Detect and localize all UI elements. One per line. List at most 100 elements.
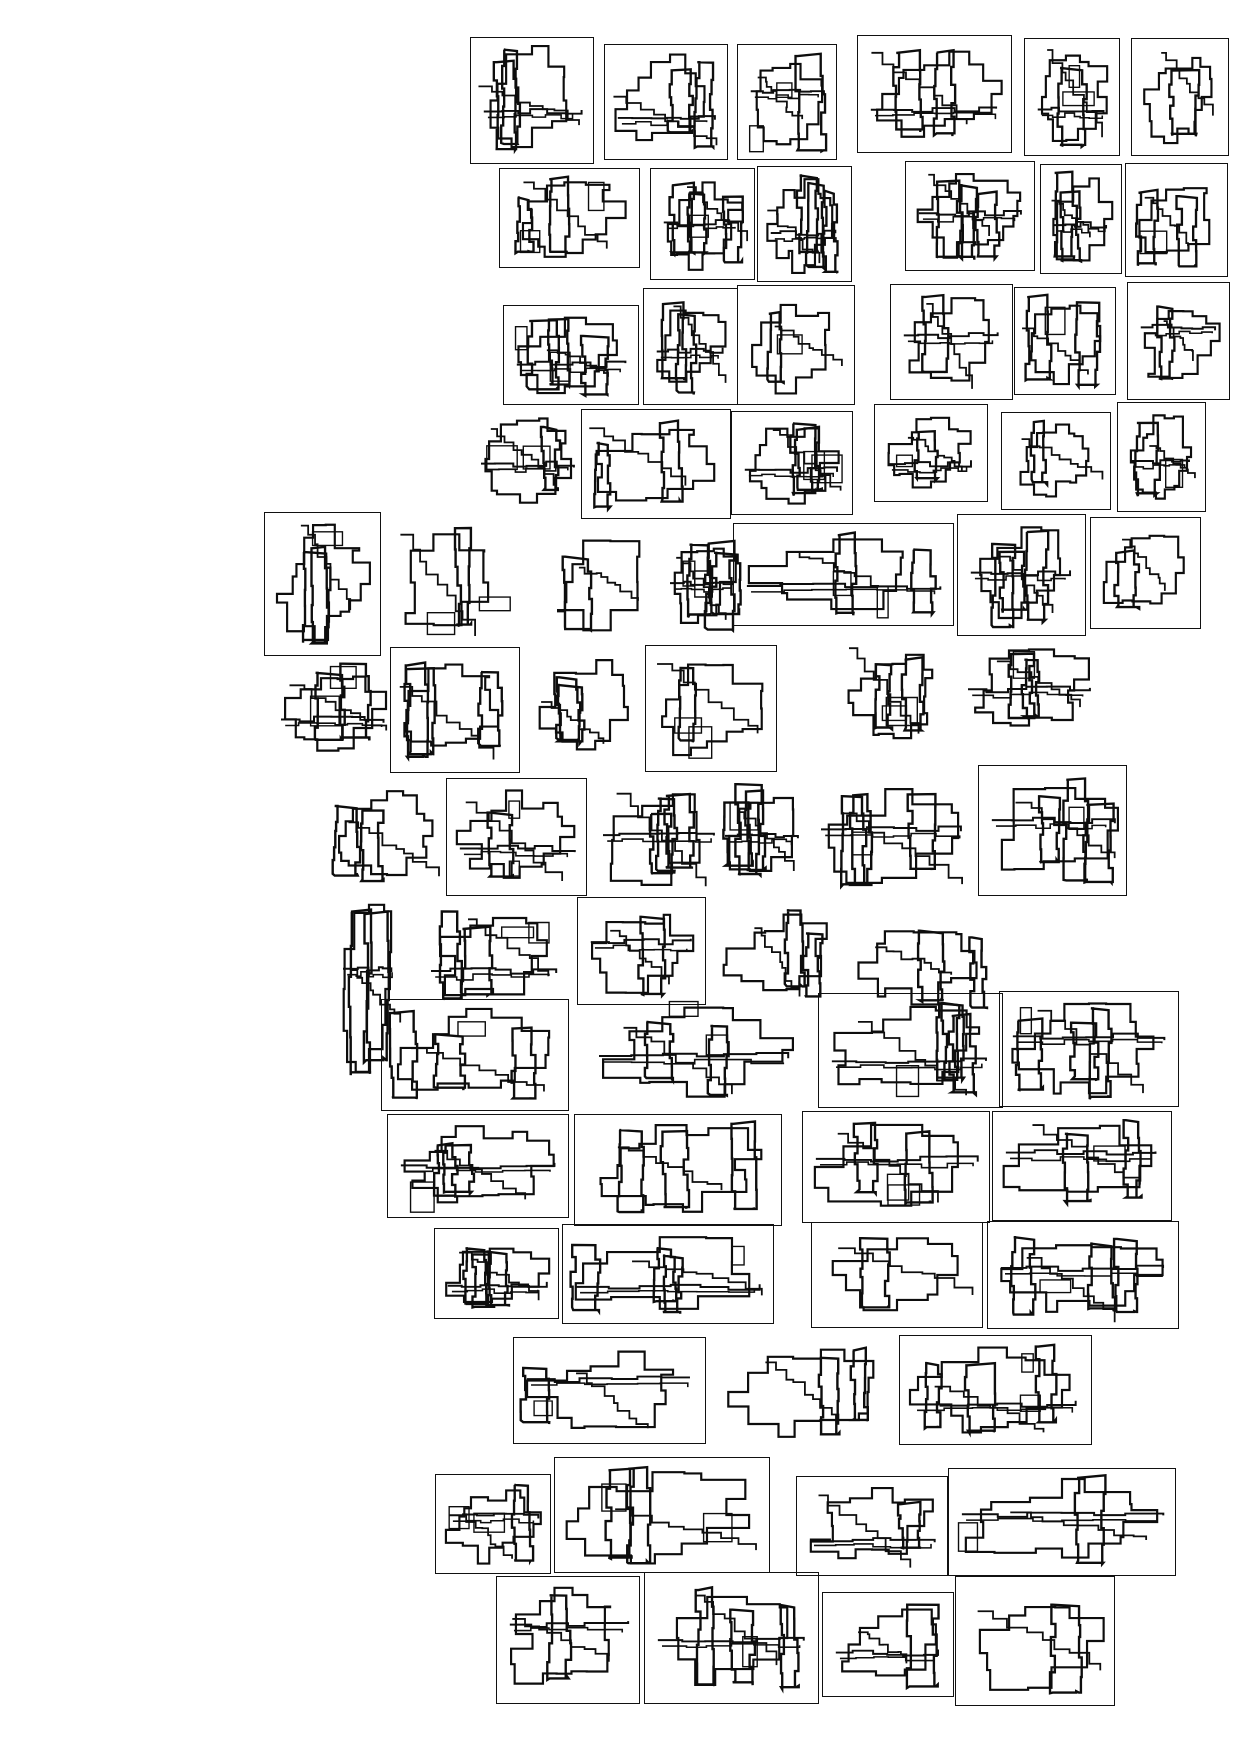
glyph-stroke bbox=[1161, 51, 1214, 116]
glyph-tile-framed bbox=[574, 1114, 782, 1226]
glyph-stroke bbox=[667, 224, 736, 230]
glyph-stroke bbox=[875, 946, 953, 975]
glyph-stroke bbox=[648, 812, 674, 875]
glyph-stroke bbox=[448, 1505, 470, 1530]
glyph-stroke bbox=[961, 1511, 1165, 1518]
glyph-stroke bbox=[411, 1047, 545, 1092]
glyph-stroke bbox=[517, 316, 618, 395]
glyph-stroke bbox=[607, 838, 712, 843]
glyph-stroke bbox=[478, 596, 511, 612]
glyph-stroke bbox=[964, 1477, 1159, 1559]
glyph-stroke bbox=[922, 215, 1016, 223]
glyph-stroke bbox=[554, 683, 586, 748]
glyph-stroke bbox=[438, 910, 463, 1001]
glyph-drawing bbox=[727, 1346, 875, 1438]
glyph-stroke bbox=[459, 1251, 540, 1301]
glyph-drawing bbox=[431, 910, 558, 1001]
glyph-stroke bbox=[599, 1124, 763, 1213]
glyph-stroke bbox=[978, 1605, 1105, 1691]
glyph-stroke bbox=[444, 1489, 542, 1565]
glyph-stroke bbox=[932, 48, 957, 138]
glyph-stroke bbox=[831, 1057, 987, 1064]
glyph-drawing bbox=[388, 1007, 551, 1100]
glyph-stroke bbox=[481, 460, 575, 468]
glyph-stroke bbox=[1010, 1156, 1152, 1163]
glyph-stroke bbox=[1000, 1244, 1164, 1313]
glyph-stroke bbox=[473, 1512, 506, 1533]
glyph-stroke bbox=[754, 93, 819, 100]
glyph-drawing bbox=[599, 1120, 763, 1214]
glyph-drawing bbox=[847, 647, 934, 740]
glyph-stroke bbox=[674, 717, 703, 734]
glyph-drawing bbox=[744, 422, 843, 505]
glyph-drawing bbox=[1019, 419, 1104, 498]
glyph-stroke bbox=[996, 660, 1081, 708]
glyph-stroke bbox=[510, 1586, 612, 1685]
glyph-tile-framed bbox=[435, 1474, 551, 1574]
glyph-stroke bbox=[546, 349, 609, 377]
glyph-tile bbox=[418, 901, 568, 1011]
glyph-drawing bbox=[813, 1121, 979, 1207]
glyph-stroke bbox=[751, 303, 831, 395]
glyph-stroke bbox=[915, 929, 946, 1004]
glyph-stroke bbox=[565, 1471, 751, 1565]
glyph-drawing bbox=[1135, 187, 1211, 268]
glyph-stroke bbox=[729, 838, 793, 846]
glyph-stroke bbox=[801, 932, 824, 998]
glyph-stroke bbox=[731, 1245, 745, 1266]
glyph-drawing bbox=[857, 929, 989, 1010]
glyph-stroke bbox=[1023, 529, 1050, 626]
glyph-stroke bbox=[974, 190, 1001, 262]
glyph-tile bbox=[718, 1334, 900, 1450]
glyph-stroke bbox=[616, 1128, 645, 1214]
glyph-stroke bbox=[478, 85, 580, 126]
glyph-drawing bbox=[1022, 293, 1102, 391]
glyph-stroke bbox=[1037, 795, 1062, 864]
glyph-stroke bbox=[785, 550, 879, 588]
glyph-stroke bbox=[730, 1120, 758, 1211]
glyph-stroke bbox=[891, 467, 968, 474]
glyph-stroke bbox=[917, 1406, 1074, 1413]
glyph-stroke bbox=[1144, 330, 1214, 337]
glyph-stroke bbox=[1047, 49, 1103, 138]
glyph-stroke bbox=[1030, 304, 1102, 386]
glyph-drawing bbox=[1129, 414, 1196, 500]
glyph-drawing bbox=[835, 1603, 940, 1691]
glyph-drawing bbox=[1140, 305, 1221, 381]
glyph-stroke bbox=[821, 825, 962, 832]
glyph-stroke bbox=[1021, 438, 1104, 480]
glyph-stroke bbox=[674, 313, 698, 395]
glyph-stroke bbox=[1026, 1257, 1116, 1323]
glyph-drawing bbox=[400, 1125, 556, 1213]
glyph-stroke bbox=[887, 416, 972, 489]
glyph-stroke bbox=[1022, 327, 1089, 375]
glyph-stroke bbox=[674, 585, 733, 593]
glyph-tile-framed bbox=[1040, 164, 1122, 274]
glyph-tile-framed bbox=[650, 168, 755, 280]
glyph-stroke bbox=[900, 655, 925, 732]
glyph-stroke bbox=[727, 1348, 875, 1438]
glyph-tile-framed bbox=[562, 1224, 774, 1324]
glyph-stroke bbox=[772, 429, 842, 491]
glyph-stroke bbox=[835, 1649, 940, 1657]
glyph-stroke bbox=[604, 1467, 635, 1561]
glyph-drawing bbox=[331, 790, 440, 883]
glyph-stroke bbox=[617, 1146, 723, 1191]
glyph-drawing bbox=[281, 662, 388, 752]
glyph-stroke bbox=[1149, 445, 1196, 479]
glyph-stroke bbox=[750, 88, 825, 94]
glyph-stroke bbox=[599, 1052, 790, 1059]
glyph-tile-framed bbox=[955, 1576, 1115, 1706]
glyph-stroke bbox=[661, 663, 764, 757]
glyph-stroke bbox=[921, 293, 950, 374]
glyph-stroke bbox=[757, 76, 804, 120]
glyph-stroke bbox=[447, 1281, 548, 1288]
glyph-stroke bbox=[963, 1361, 997, 1438]
glyph-tile-framed bbox=[604, 44, 728, 160]
glyph-stroke bbox=[820, 1161, 974, 1169]
glyph-tile-framed bbox=[1125, 163, 1228, 277]
glyph-stroke bbox=[348, 821, 440, 877]
glyph-stroke bbox=[613, 95, 718, 146]
glyph-stroke bbox=[589, 427, 687, 486]
glyph-drawing bbox=[970, 526, 1072, 629]
